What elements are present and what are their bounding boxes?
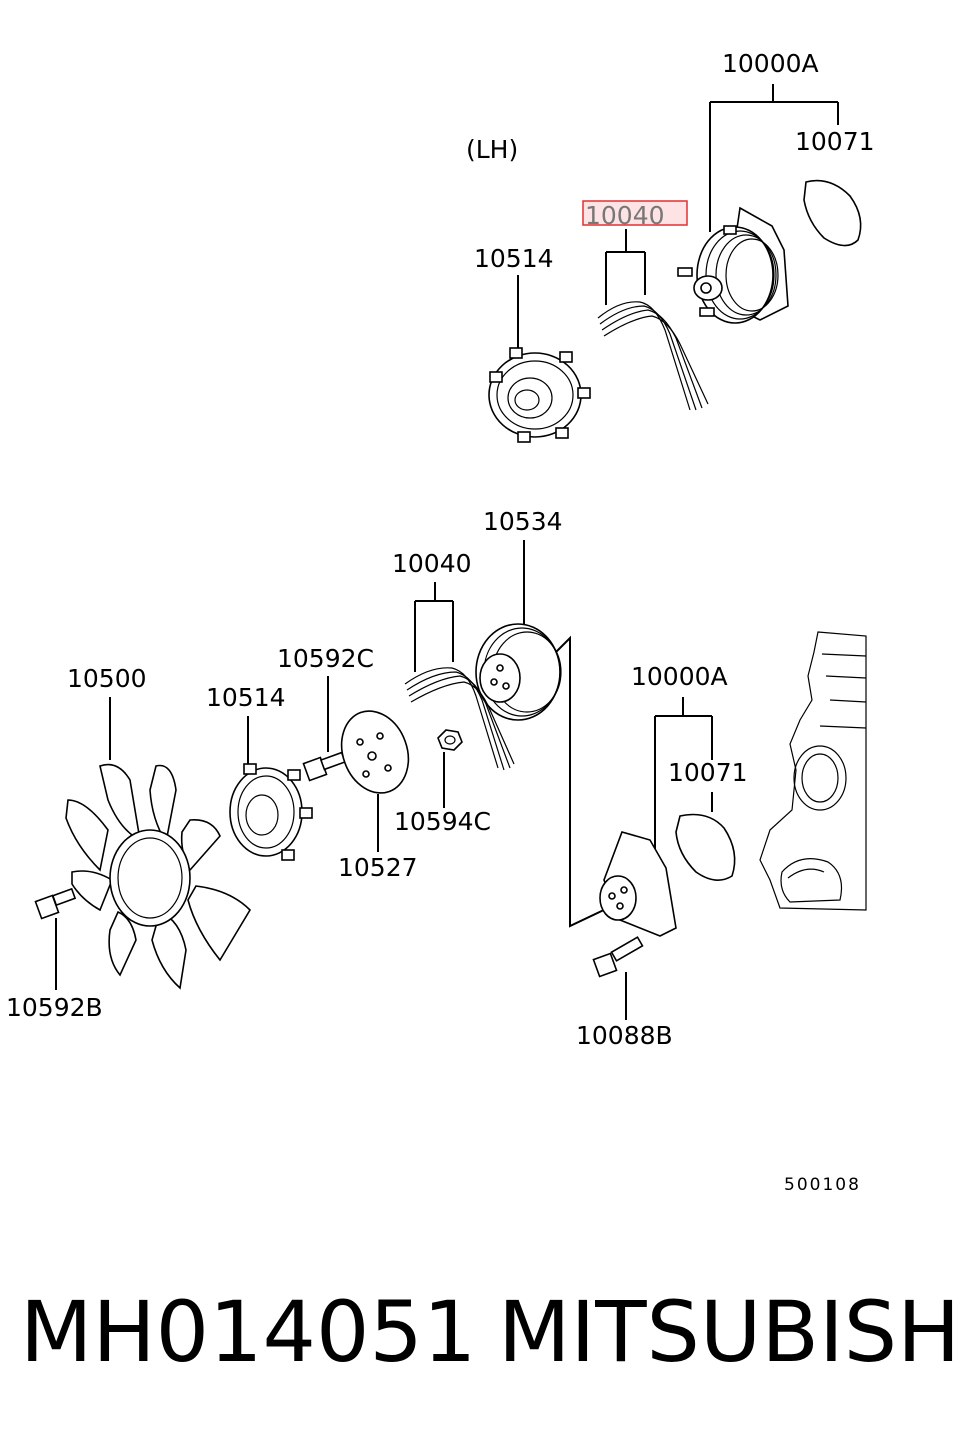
- label-upper-pump-assy[interactable]: 10000A: [722, 49, 819, 78]
- lower-water-pump-shape: [599, 831, 677, 937]
- label-lower-spacer[interactable]: 10527: [338, 853, 418, 882]
- label-lower-bolt-b[interactable]: 10592B: [6, 993, 103, 1022]
- upper-belt-shape: [597, 301, 709, 411]
- label-lower-nut[interactable]: 10594C: [394, 807, 491, 836]
- upper-pump-bracket-line: [709, 84, 839, 232]
- shaft-bracket-line: [555, 635, 609, 928]
- lower-belt-shape: [404, 667, 515, 771]
- part-number: MH014051: [20, 1283, 477, 1381]
- lower-bolt-c-shape: [302, 751, 347, 782]
- lower-gasket-shape: [675, 813, 736, 881]
- upper-water-pump-shape: [677, 206, 789, 324]
- diagram-code: 500108: [784, 1175, 861, 1195]
- lower-bolt-88b-shape: [592, 936, 644, 978]
- upper-gasket-shape: [803, 179, 862, 247]
- parts-diagram: (LH) 10000A 10071 10040 10514: [6, 49, 875, 1195]
- lower-bolt-b-shape: [34, 887, 77, 920]
- label-lower-clutch[interactable]: 10514: [206, 683, 286, 712]
- label-lower-bolt-c[interactable]: 10592C: [277, 644, 374, 673]
- lower-fan-clutch-shape: [229, 763, 313, 861]
- lower-spacer-shape: [340, 710, 410, 794]
- lower-pulley-shape: [475, 623, 562, 721]
- label-lower-pulley[interactable]: 10534: [483, 507, 563, 536]
- label-lower-gasket[interactable]: 10071: [668, 758, 748, 787]
- engine-block-shape: [759, 631, 867, 911]
- lower-fan-shape: [65, 763, 252, 990]
- highlight-box: [582, 200, 688, 226]
- label-lower-bolt-88b[interactable]: 10088B: [576, 1021, 673, 1050]
- brand-name: MITSUBISHI: [498, 1283, 960, 1381]
- footer: MH014051 MITSUBISHI: [0, 1290, 960, 1400]
- upper-belt-bracket-line: [605, 229, 646, 305]
- lower-belt-bracket-line: [414, 582, 454, 672]
- label-lower-belt[interactable]: 10040: [392, 549, 472, 578]
- label-lh: (LH): [466, 135, 518, 164]
- label-lower-pump-assy[interactable]: 10000A: [631, 662, 728, 691]
- upper-fan-clutch-shape: [488, 347, 591, 443]
- label-upper-belt[interactable]: 10040: [585, 201, 665, 230]
- label-upper-clutch[interactable]: 10514: [474, 244, 554, 273]
- lower-nut-shape: [437, 729, 463, 751]
- lower-pump-bracket-line: [654, 697, 713, 866]
- label-lower-fan[interactable]: 10500: [67, 664, 147, 693]
- label-upper-gasket[interactable]: 10071: [795, 127, 875, 156]
